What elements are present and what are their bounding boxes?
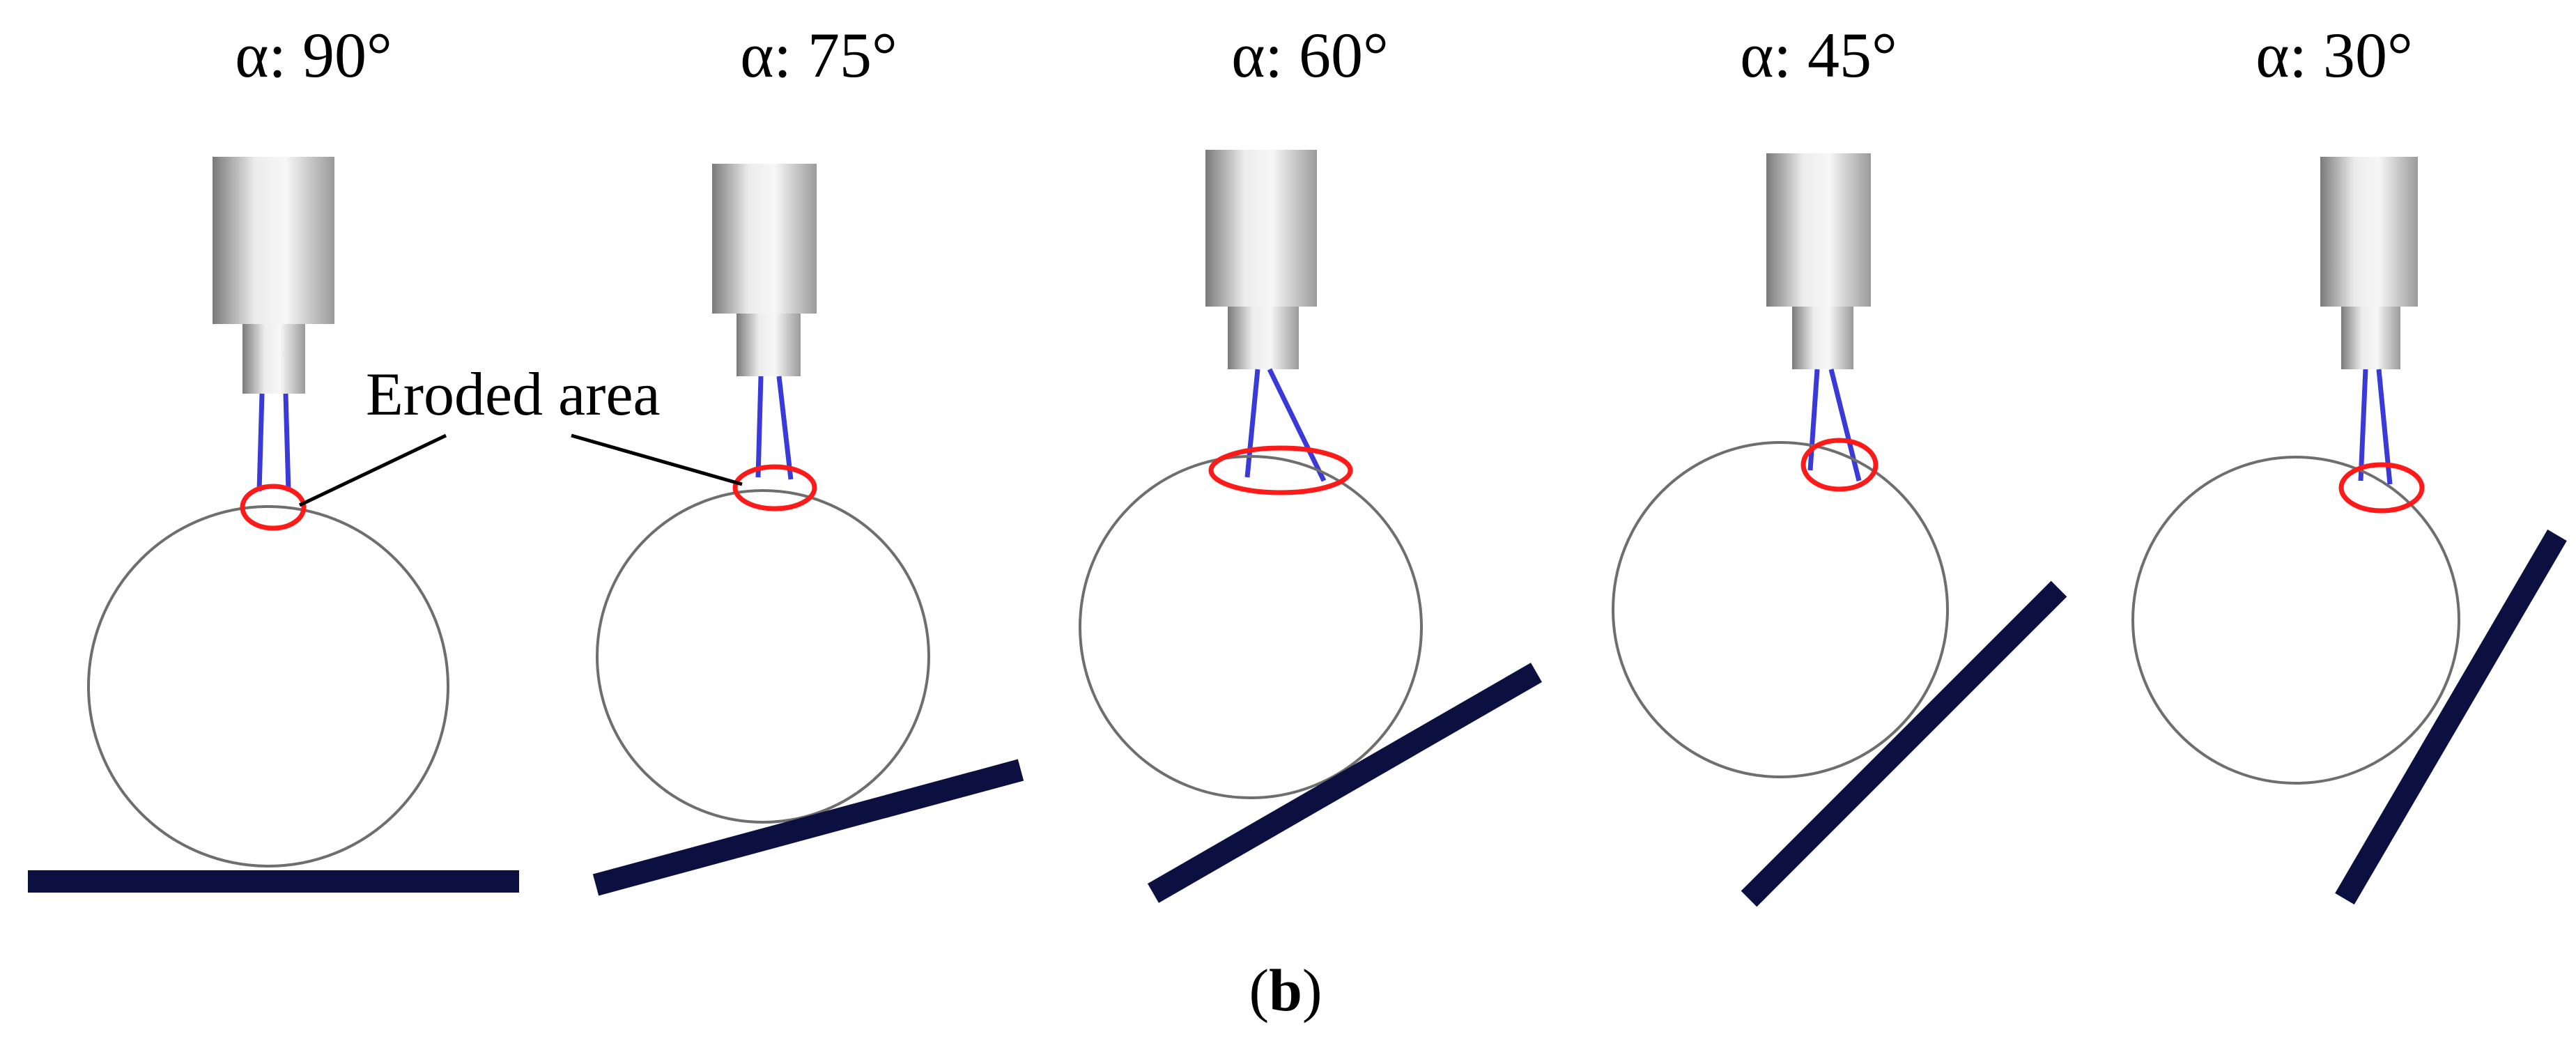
panel-title-1: α: 90°	[235, 20, 392, 91]
panel-5-scene	[2131, 157, 2567, 905]
caption-letter: b	[1269, 957, 1302, 1024]
sphere-1	[87, 505, 449, 868]
eroded-area-marker-1	[240, 484, 307, 531]
panel-4-scene	[1612, 153, 2067, 907]
sphere-5	[2131, 456, 2460, 785]
panel-3-scene	[1079, 150, 1542, 903]
eroded-area-marker-2	[732, 464, 817, 511]
nozzle-tip-1	[242, 324, 305, 394]
nozzle-body-2	[712, 164, 817, 314]
jet-3	[1244, 368, 1327, 482]
nozzle-tip-2	[736, 314, 801, 376]
jet-2	[755, 376, 794, 480]
jet-4	[1807, 369, 1862, 481]
target-surface-5	[2335, 529, 2567, 905]
target-surface-2	[592, 759, 1024, 896]
eroded-area-leader-2	[571, 433, 743, 486]
jet-1	[256, 393, 291, 492]
nozzle-tip-5	[2341, 307, 2400, 369]
panel-title-4: α: 45°	[1740, 20, 1897, 91]
eroded-area-label: Eroded area	[366, 361, 661, 429]
nozzle-body-5	[2320, 157, 2418, 307]
target-surface-4	[1741, 580, 2067, 907]
eroded-area-marker-5	[2338, 462, 2425, 514]
nozzle-tip-3	[1228, 307, 1299, 369]
eroded-area-marker-3	[1208, 445, 1353, 495]
panel-title-3: α: 60°	[1231, 20, 1389, 91]
sphere-4	[1612, 441, 1949, 778]
panel-title-2: α: 75°	[740, 20, 897, 91]
nozzle-body-3	[1205, 150, 1317, 307]
panel-1-scene	[28, 157, 519, 893]
sphere-2	[596, 489, 930, 824]
figure-caption: (b)	[1249, 957, 1322, 1024]
eroded-area-marker-4	[1800, 438, 1879, 492]
panel-2-scene	[592, 164, 1024, 896]
nozzle-body-4	[1766, 153, 1871, 307]
caption-open-paren: (	[1249, 957, 1269, 1024]
sphere-3	[1079, 455, 1423, 799]
nozzle-body-1	[213, 157, 334, 324]
target-surface-3	[1148, 663, 1542, 903]
panel-title-5: α: 30°	[2255, 20, 2413, 91]
eroded-area-leader-1	[298, 433, 447, 507]
caption-close-paren: )	[1302, 957, 1322, 1024]
nozzle-tip-4	[1792, 307, 1853, 369]
